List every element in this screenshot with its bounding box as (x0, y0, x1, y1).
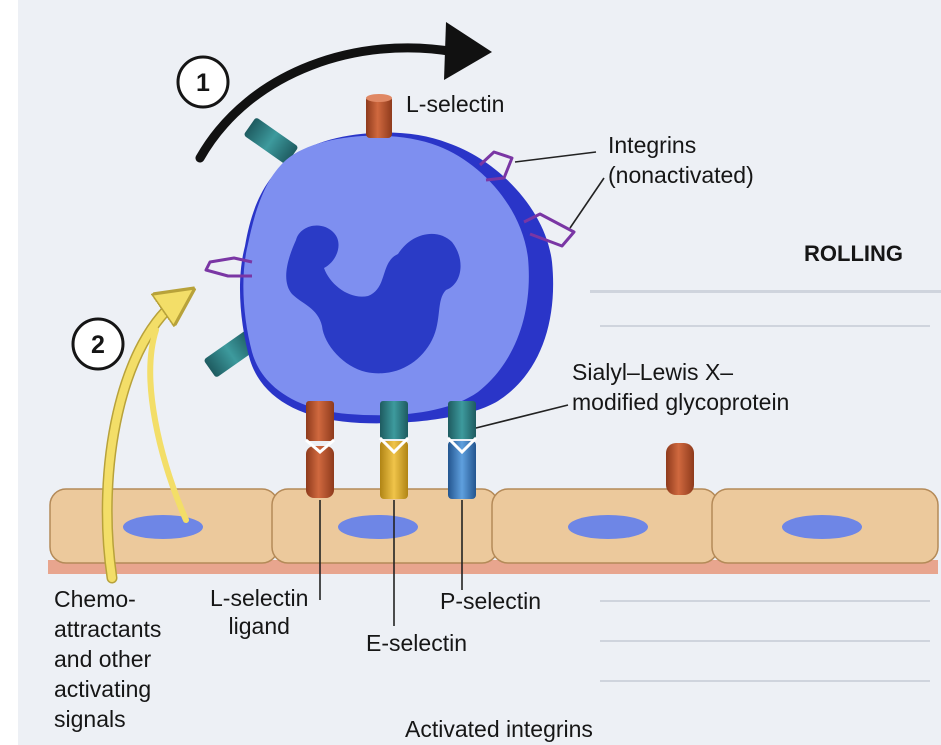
endothelial-nucleus (123, 515, 203, 539)
rolling-heading: ROLLING (804, 240, 903, 267)
step-1-marker: 1 (178, 57, 228, 107)
l-selectin-tip (366, 94, 392, 102)
l-selectin-ligand-label: L-selectin ligand (210, 584, 308, 640)
p-selectin-label: P-selectin (440, 588, 541, 615)
endothelial-cells (50, 489, 938, 563)
l-selectin-bound (306, 401, 334, 441)
endothelial-nucleus (782, 515, 862, 539)
endothelial-nucleus (338, 515, 418, 539)
l-selectin-top (366, 96, 392, 138)
activated-integrins-label: Activated integrins (405, 716, 593, 743)
step-1-number: 1 (196, 69, 210, 97)
l-selectin-label: L-selectin (406, 91, 504, 118)
sialyl-glycoprotein (448, 401, 476, 439)
integrins-nonactivated-label: Integrins (nonactivated) (608, 130, 754, 190)
e-selectin-label: E-selectin (366, 630, 467, 657)
step-2-marker: 2 (73, 319, 123, 369)
sialyl-glycoprotein (380, 401, 408, 439)
p-selectin-bar (448, 441, 476, 499)
chemoattractants-label: Chemo- attractants and other activating … (54, 584, 161, 734)
sialyl-lewis-label: Sialyl–Lewis X– modified glycoprotein (572, 357, 789, 417)
e-selectin-bar (380, 441, 408, 499)
step-2-number: 2 (91, 331, 105, 359)
endothelial-nucleus (568, 515, 648, 539)
free-l-selectin-ligand (666, 443, 694, 495)
